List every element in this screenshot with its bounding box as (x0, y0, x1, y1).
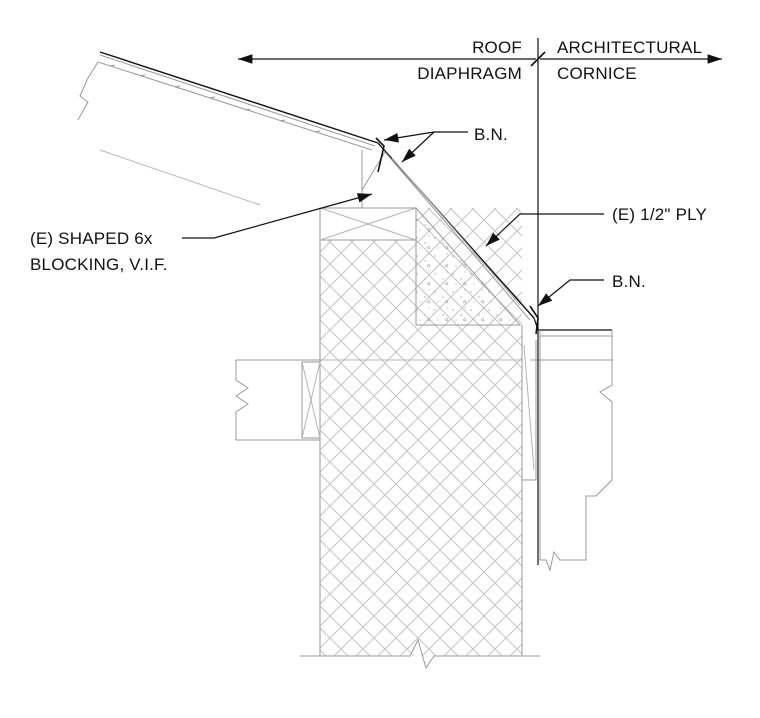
cornice-plywood (377, 142, 535, 321)
bn-top-leader (375, 131, 468, 173)
right-wall-profile (521, 325, 613, 572)
bn-bottom-label: B.N. (612, 272, 646, 291)
top-plate-blocking (319, 207, 417, 241)
bottom-break-line (300, 638, 540, 670)
bn-bottom-leader (529, 279, 604, 335)
roof-rafter (77, 54, 376, 206)
left-floor-joist (235, 359, 321, 441)
ply-label: (E) 1/2" PLY (612, 205, 707, 224)
shaped-blocking-fill (415, 206, 522, 326)
blocking-label-line2: BLOCKING, V.I.F. (30, 255, 168, 274)
diaphragm-label: DIAPHRAGM (417, 64, 522, 83)
blocking-leader (182, 193, 373, 239)
blocking-label-line1: (E) SHAPED 6x (30, 229, 153, 248)
roof-diaphragm-right (530, 317, 613, 361)
roof-sheathing (99, 51, 379, 144)
ply-leader (485, 213, 604, 247)
cornice-label: CORNICE (557, 64, 637, 83)
architectural-label: ARCHITECTURAL (557, 38, 702, 57)
bn-top-label: B.N. (474, 125, 508, 144)
roof-label: ROOF (472, 38, 522, 57)
